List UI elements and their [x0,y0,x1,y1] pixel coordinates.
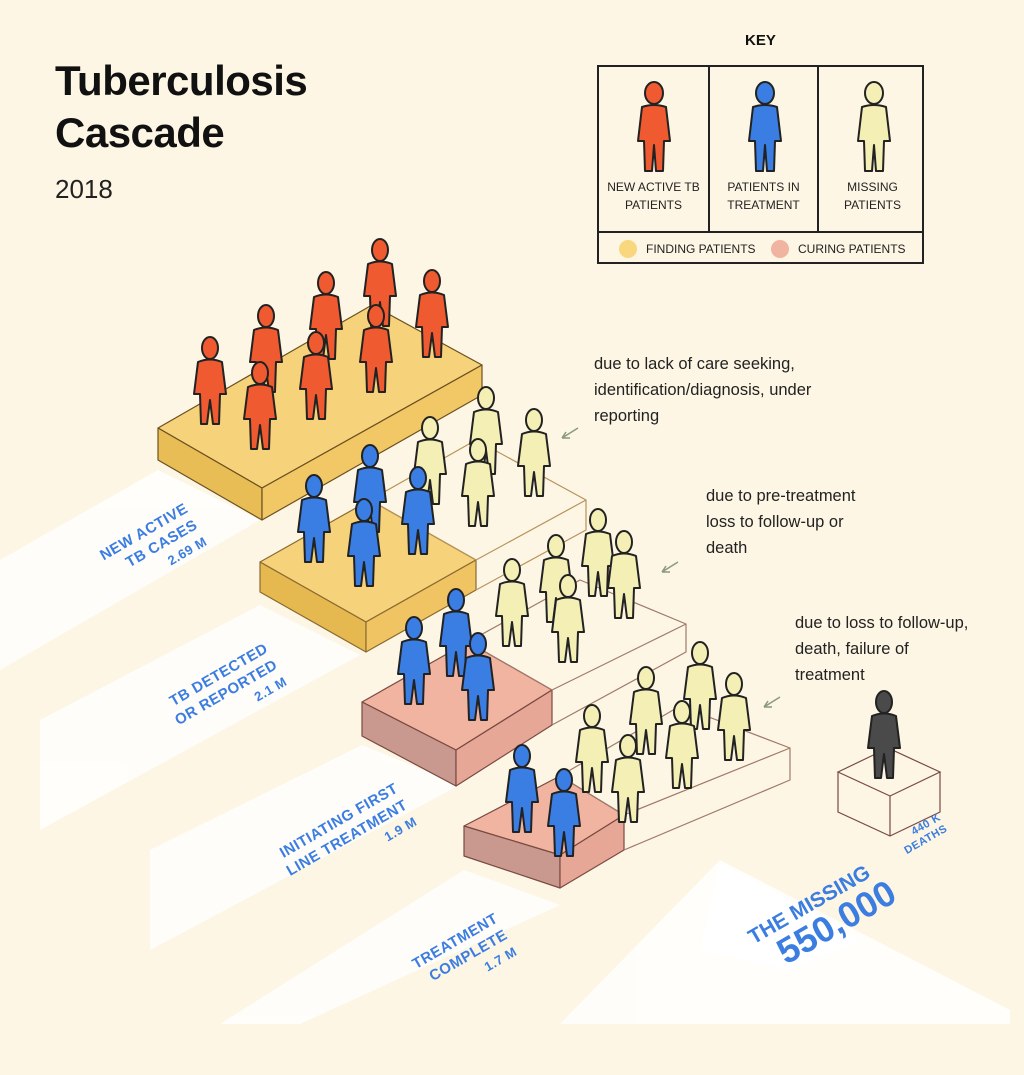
person-icon [607,530,641,619]
missing-arrow [700,862,860,970]
cascade-diagram [0,238,1010,1024]
key-item-in-treatment: PATIENTS IN TREATMENT [708,67,817,231]
person-icon [867,690,901,779]
person-icon [748,81,782,172]
person-icon [575,704,609,793]
note-arrows [561,427,781,708]
deaths-block [836,747,942,837]
page-title: Tuberculosis Cascade [55,57,308,156]
key-item-missing: MISSING PATIENTS [817,67,926,231]
arrow-icon [661,561,679,573]
finding-dot-icon [619,240,637,258]
key-item-label: MISSING PATIENTS [844,180,901,212]
arrow-icon [561,427,579,439]
curing-dot-icon [771,240,789,258]
key-title: KEY [745,32,776,49]
note-3: due to loss to follow-up, death, failure… [795,614,969,684]
arrow-icon [763,696,781,708]
person-icon [517,408,551,497]
curing-label: CURING PATIENTS [798,242,906,256]
person-icon [717,672,751,761]
key-item-new-active: NEW ACTIVE TB PATIENTS [599,67,708,231]
person-icon [637,81,671,172]
stage-3-block [361,579,687,787]
key-item-label: PATIENTS IN TREATMENT [727,180,800,212]
note-1: due to lack of care seeking, identificat… [594,355,812,425]
person-icon [495,558,529,647]
key-item-label: NEW ACTIVE TB PATIENTS [607,180,700,212]
note-2: due to pre-treatment loss to follow-up o… [706,487,856,557]
person-icon [857,81,891,172]
key-phase-row: FINDING PATIENTS CURING PATIENTS [599,231,922,264]
finding-label: FINDING PATIENTS [646,242,756,256]
year-label: 2018 [55,174,113,204]
key-legend: NEW ACTIVE TB PATIENTS PATIENTS IN TREAT… [597,65,924,264]
